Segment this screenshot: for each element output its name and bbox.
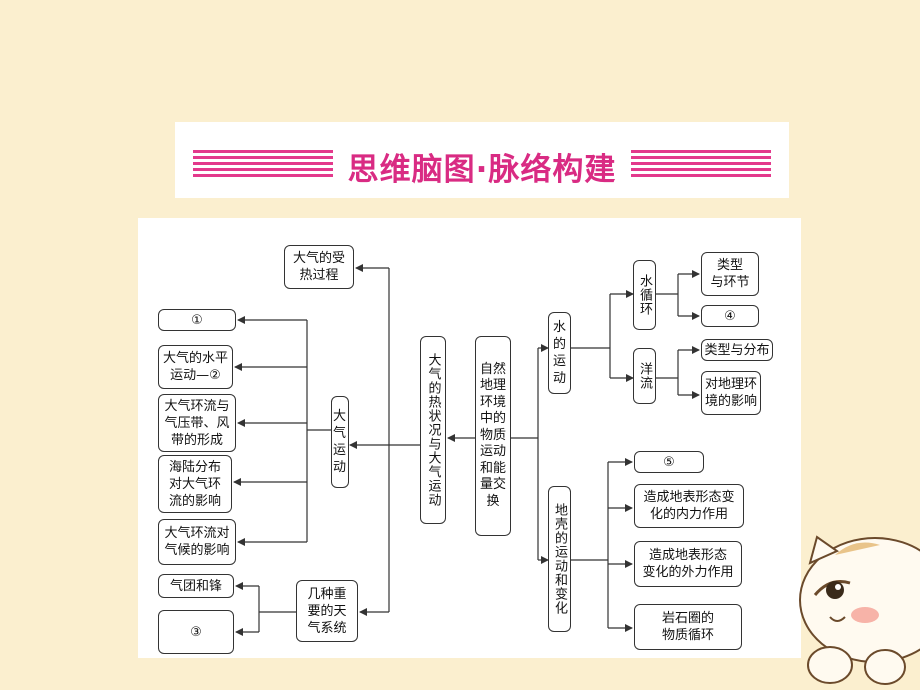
node-center-nature: 自然 地理 环境 中的 物质 运动 和能 量交 换 <box>475 336 511 536</box>
node-weather-systems: 几种重 要的天 气系统 <box>296 580 358 642</box>
node-blank-5: ⑤ <box>634 451 704 473</box>
node-ocean-current: 洋流 <box>633 348 656 404</box>
mind-map: 大气的受 热过程 ① 大气的水平 运动—② 大气环流与 气压带、风 带的形成 海… <box>138 218 801 658</box>
node-water-cycle: 水循环 <box>633 260 656 330</box>
node-atmo-motion: 大气 运动 <box>331 396 349 488</box>
node-types-links: 类型 与环节 <box>701 252 759 296</box>
node-external-force: 造成地表形态 变化的外力作用 <box>634 541 742 587</box>
node-crust-motion: 地壳的运动和变化 <box>548 486 571 632</box>
left-stripe-decoration <box>193 150 333 178</box>
banner-title: 思维脑图·脉络构建 <box>347 152 617 188</box>
node-center-heat: 大气的热状况与大气运动 <box>420 336 446 524</box>
node-water-motion: 水 的运 动 <box>548 312 571 394</box>
node-circulation-climate: 大气环流对 气候的影响 <box>158 519 236 565</box>
right-stripe-decoration <box>631 150 771 178</box>
node-geo-impact: 对地理环 境的影响 <box>701 371 761 415</box>
node-land-sea: 海陆分布 对大气环 流的影响 <box>158 455 232 513</box>
node-horizontal-motion: 大气的水平 运动—② <box>158 345 233 389</box>
node-internal-force: 造成地表形态变 化的内力作用 <box>634 484 744 528</box>
node-types-distribution: 类型与分布 <box>701 339 773 361</box>
node-rock-cycle: 岩石圈的 物质循环 <box>634 604 742 650</box>
node-circulation-belts: 大气环流与 气压带、风 带的形成 <box>158 394 236 452</box>
connector-lines <box>233 264 700 636</box>
cat-mascot-illustration <box>799 535 920 685</box>
node-airmass-front: 气团和锋 <box>158 574 234 598</box>
node-blank-3: ③ <box>158 610 234 654</box>
node-heating-process: 大气的受 热过程 <box>284 245 354 289</box>
node-blank-1: ① <box>158 309 236 331</box>
title-banner: 思维脑图·脉络构建 <box>175 122 789 198</box>
node-blank-4: ④ <box>701 305 759 327</box>
